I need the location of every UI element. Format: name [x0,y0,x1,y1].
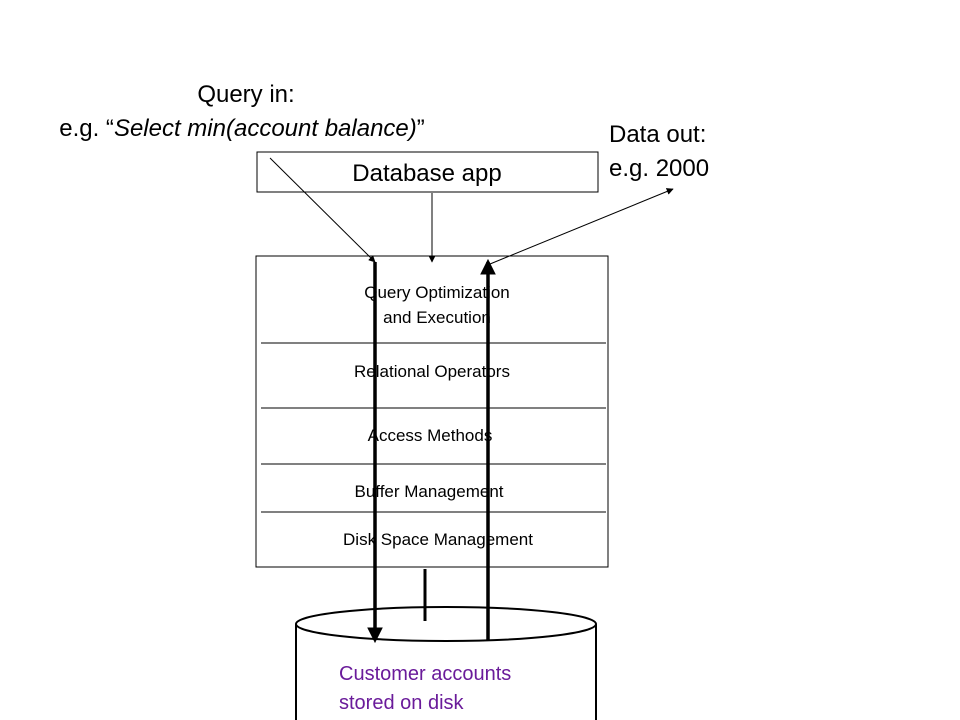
layer-disk-space-management: Disk Space Management [343,530,533,549]
database-app-label: Database app [352,160,501,187]
layer-buffer-management: Buffer Management [355,482,504,501]
database-app-box [256,151,599,193]
disk-label-line1: Customer accounts [339,663,511,685]
layer-access-methods: Access Methods [368,426,493,445]
data-example-label: e.g. 2000 [609,155,709,182]
data-out-arrow [489,188,674,265]
disk-cylinder-body [295,624,597,720]
query-in-label: Query in: [197,81,294,108]
layer-query-optimization-line1: Query Optimization [364,283,510,302]
query-example-italic: Select min(account balance) [114,115,417,142]
disk-cylinder-top [295,606,597,642]
layer-query-optimization-line2: and Execution [383,308,491,327]
layer-relational-operators: Relational Operators [354,362,510,381]
data-out-label: Data out: [609,121,706,148]
query-example-prefix: e.g. “ [59,115,114,142]
query-example-label: e.g. “Select min(account balance)” [59,115,425,142]
query-in-arrow [269,157,376,263]
dbms-stack-box [255,255,609,568]
disk-label-line2: stored on disk [339,692,465,714]
query-example-suffix: ” [417,115,425,142]
